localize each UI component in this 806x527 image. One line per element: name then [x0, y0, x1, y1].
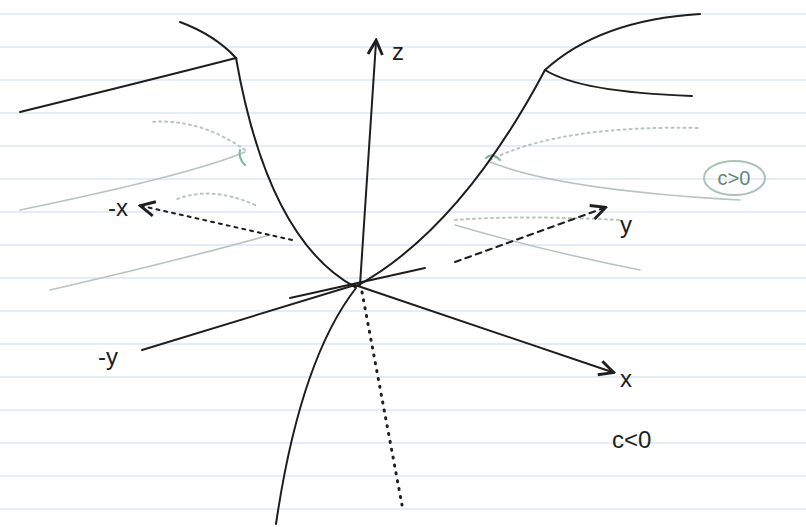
axis-label: x — [620, 367, 632, 391]
axis-label: -x — [108, 196, 128, 220]
axis-label: y — [620, 213, 632, 237]
axes — [142, 42, 612, 505]
axis-label: c<0 — [612, 428, 651, 452]
note-text: c>0 — [718, 168, 751, 188]
circled-note: c>0 — [702, 159, 767, 197]
notebook-lines — [0, 14, 806, 509]
circle-outline-shape — [704, 161, 765, 195]
axis-label: z — [392, 40, 404, 64]
level-curves — [20, 122, 740, 290]
axis-label: -y — [98, 345, 118, 369]
saddle-curves — [20, 14, 700, 524]
